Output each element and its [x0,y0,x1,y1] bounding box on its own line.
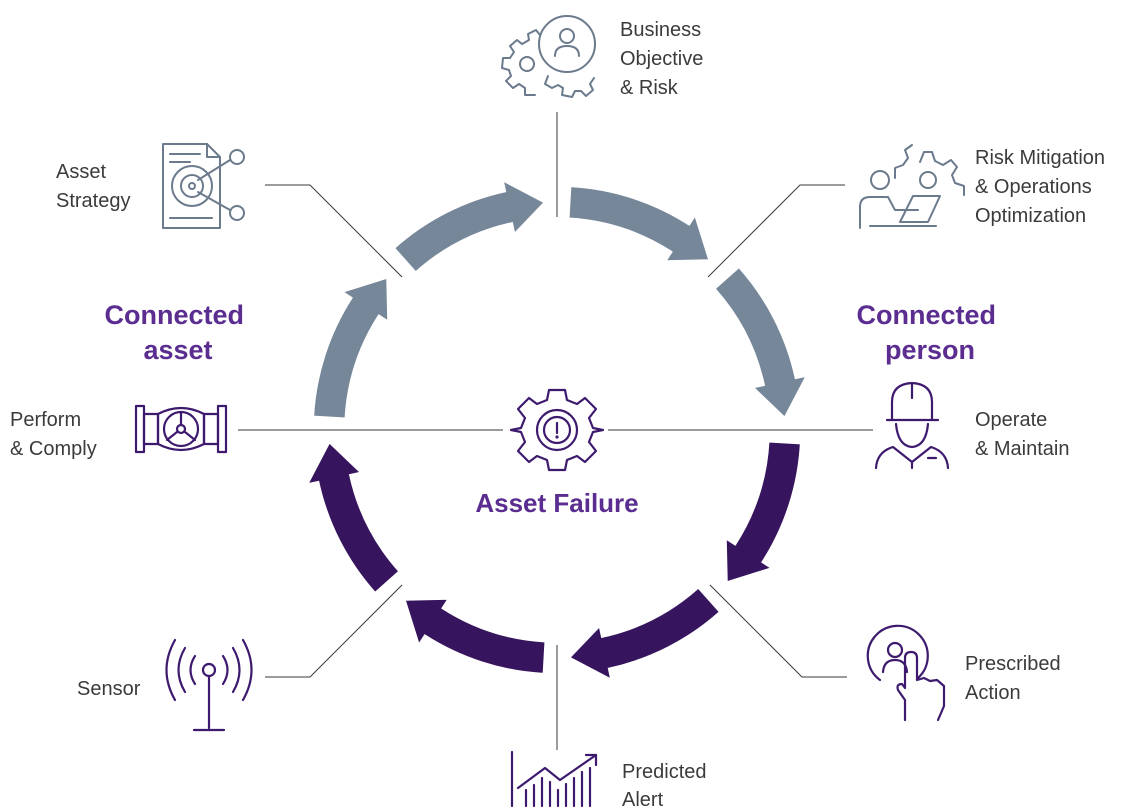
operate-maintain-line-1: Operate [975,409,1047,431]
business-objective-line-1: Business [620,19,701,41]
predicted-alert-line-2: Alert [622,789,664,810]
side-left-line-1: Connected [104,300,244,330]
prescribed-action-line-1: Prescribed [965,653,1061,675]
ring-arrow-segment-left-upper [312,276,389,419]
side-right-line-2: person [885,335,975,365]
side-label-left: Connected asset [104,300,251,365]
risk-mitigation-line-3: Optimization [975,205,1086,227]
label-asset-strategy: Asset Strategy [56,161,130,212]
connector-lines [238,112,873,750]
label-operate-maintain: Operate & Maintain [975,409,1070,460]
ring-arrow-segment-top-left [393,179,546,274]
valve-icon [134,404,228,454]
cycle-ring [306,179,808,681]
ring-arrow-segment-bottom-left [403,598,546,675]
connector-sensor [265,584,403,678]
connector-risk-mitigation [707,184,845,278]
connector-prescribed-action [709,584,847,678]
asset-strategy-line-1: Asset [56,161,106,183]
label-predicted-alert: Predicted Alert [622,761,712,810]
gear-person-icon [501,15,596,98]
side-left-line-2: asset [143,335,212,365]
label-perform-comply: Perform & Comply [10,409,97,460]
asset-strategy-line-2: Strategy [56,190,130,212]
ring-arrow-segment-bottom-right [568,586,721,681]
predicted-alert-line-1: Predicted [622,761,707,783]
label-sensor: Sensor [77,678,141,700]
center-label: Asset Failure [475,488,638,518]
gear-alert-icon [509,388,605,472]
ring-arrow-segment-top-right [568,185,711,262]
sensor-line-1: Sensor [77,678,141,700]
label-business-objective: Business Objective & Risk [620,19,709,99]
perform-comply-line-1: Perform [10,409,81,431]
connector-asset-strategy [265,184,403,278]
chart-trend-icon [510,750,598,808]
side-label-right: Connected person [856,300,1003,365]
label-prescribed-action: Prescribed Action [965,653,1066,704]
side-right-line-1: Connected [856,300,996,330]
business-objective-line-3: & Risk [620,77,679,99]
label-risk-mitigation: Risk Mitigation & Operations Optimizatio… [975,147,1111,227]
ring-arrow-segment-right-upper [713,266,808,419]
business-objective-line-2: Objective [620,48,703,70]
ring-arrow-segment-right-lower [725,441,802,584]
person-laptop-gear-icon [859,144,965,229]
worker-hardhat-icon [874,381,950,470]
risk-mitigation-line-2: & Operations [975,176,1092,198]
prescribed-action-line-2: Action [965,682,1021,704]
perform-comply-line-2: & Comply [10,438,97,460]
operate-maintain-line-2: & Maintain [975,438,1070,460]
document-target-icon [162,143,245,229]
hand-pointer-person-icon [866,624,946,722]
antenna-signal-icon [165,638,253,732]
ring-arrow-segment-left-lower [306,441,401,594]
risk-mitigation-line-1: Risk Mitigation [975,147,1105,169]
